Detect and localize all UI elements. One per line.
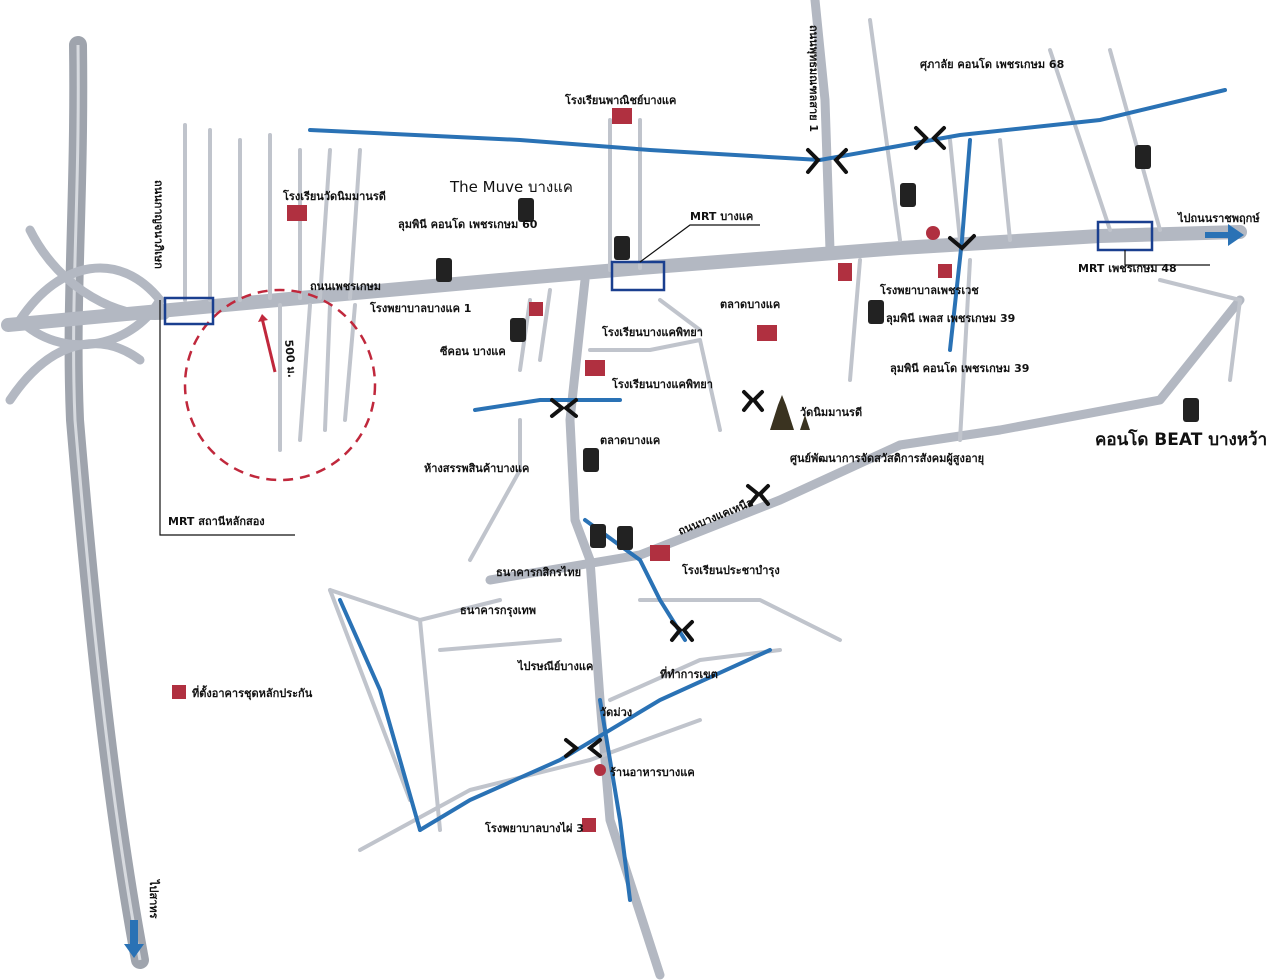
distance-arrow — [258, 314, 277, 373]
poi-label: ไปรษณีย์บางแค — [516, 659, 593, 673]
poi-label: โรงเรียนบางแคพิทยา — [611, 377, 713, 391]
expressway — [5, 36, 170, 969]
poi-label: ตลาดบางแค — [600, 434, 660, 447]
poi-label: ร้านอาหารบางแค — [610, 766, 695, 779]
bang-khae-nuea-road — [485, 295, 1245, 585]
school-icon — [612, 108, 632, 124]
poi-label: ลุมพินี คอนโด เพชรเกษม 60 — [398, 217, 538, 232]
poi-label: ธนาคารกสิกรไทย — [496, 565, 581, 579]
mrt-bang-khae-label: MRT บางแค — [690, 210, 753, 223]
hospital-icon — [938, 264, 952, 278]
poi-label: โรงเรียนวัดนิมมานรดี — [282, 189, 386, 203]
hospital-icon — [529, 302, 543, 316]
condo-icon — [590, 524, 606, 548]
mrt-48-callout — [1124, 250, 1210, 266]
road-kanchanaphisek-label: ถนนกาญจนาภิเษก — [152, 180, 165, 269]
condo-icons — [436, 145, 1199, 550]
project-label: The Muve บางแค — [449, 178, 573, 196]
hospital-icon — [582, 818, 596, 832]
condo-icon — [900, 183, 916, 207]
mrt-bang-khae-callout — [639, 224, 760, 263]
school-icon — [287, 205, 307, 221]
condo-icon — [617, 526, 633, 550]
temple-icon — [770, 395, 810, 430]
mrt-lak-song-box[interactable] — [163, 296, 215, 326]
bank-icon — [926, 226, 940, 240]
school-icon — [650, 545, 670, 561]
road-phutthamonthon-label: ถนนพุทธมณฑลสาย 1 — [806, 25, 820, 132]
poi-label: โรงพยาบาลบางแค 1 — [369, 301, 471, 315]
school-icons — [287, 108, 952, 832]
mrt-lak-song-callout — [159, 300, 295, 536]
condo-icon — [510, 318, 526, 342]
school-icon — [757, 325, 777, 341]
poi-label: โรงเรียนประชาบำรุง — [681, 563, 780, 578]
condo-icon — [583, 448, 599, 472]
poi-label: โรงเรียนพาณิชย์บางแค — [564, 93, 676, 107]
mrt-bang-khae-box[interactable] — [610, 260, 666, 292]
poi-label: ธนาคารกรุงเทพ — [460, 604, 536, 618]
condo-icon — [1135, 145, 1151, 169]
direction-left-label: ไปสาทร — [147, 878, 161, 919]
phutthamonthon-road — [810, 0, 835, 255]
poi-label: ซีคอน บางแค — [440, 345, 506, 358]
condo-icon — [1183, 398, 1199, 422]
condo-icon — [868, 300, 884, 324]
poi-label: ตลาดบางแค — [720, 298, 780, 311]
condo-icon — [518, 198, 534, 222]
distance-label: 500 ม. — [282, 339, 298, 378]
arrow-right — [1205, 224, 1244, 246]
road-phetkasem-label: ถนนเพชรเกษม — [310, 280, 381, 293]
poi-label: ลุมพินี เพลส เพชรเกษม 39 — [886, 312, 1015, 326]
poi-label: ศุภาลัย คอนโด เพชรเกษม 68 — [920, 57, 1064, 72]
mrt-phetkasem48-label: MRT เพชรเกษม 48 — [1078, 262, 1177, 275]
radius-circle — [183, 288, 377, 482]
poi-label: ศูนย์พัฒนาการจัดสวัสดิการสังคมผู้สูงอายุ — [790, 452, 984, 466]
condo-icon — [614, 236, 630, 260]
hospital-icon — [838, 263, 852, 281]
canals — [308, 88, 1227, 902]
direction-right-label: ไปถนนราชพฤกษ์ — [1176, 211, 1260, 225]
poi-label: ลุมพินี คอนโด เพชรเกษม 39 — [890, 361, 1029, 376]
poi-label: วัดม่วง — [600, 706, 632, 719]
condo-icon — [436, 258, 452, 282]
school-icon — [585, 360, 605, 376]
bridge-marks — [550, 126, 976, 758]
legend-swatch — [172, 685, 186, 699]
legend-label: ที่ตั้งอาคารชุดหลักประกัน — [192, 685, 313, 701]
poi-label: วัดนิมมานรดี — [800, 406, 862, 419]
beat-condo-label: คอนโด BEAT บางหว้า — [1095, 429, 1267, 450]
poi-label: ที่ทำการเขต — [660, 666, 718, 681]
minor-roads — [183, 18, 1242, 852]
poi-label: ห้างสรรพสินค้าบางแค — [424, 462, 529, 475]
arrow-down — [124, 920, 144, 958]
poi-labels: โรงเรียนพาณิชย์บางแค ศุภาลัย คอนโด เพชรเ… — [282, 57, 1064, 835]
mrt-lak-song-label: MRT สถานีหลักสอง — [168, 515, 265, 528]
poi-label: โรงพยาบาลเพชรเวช — [879, 283, 979, 297]
bank-icon — [594, 764, 606, 776]
poi-label: โรงเรียนบางแคพิทยา — [601, 325, 703, 339]
poi-label: โรงพยาบาลบางไผ่ 3 — [484, 821, 584, 835]
